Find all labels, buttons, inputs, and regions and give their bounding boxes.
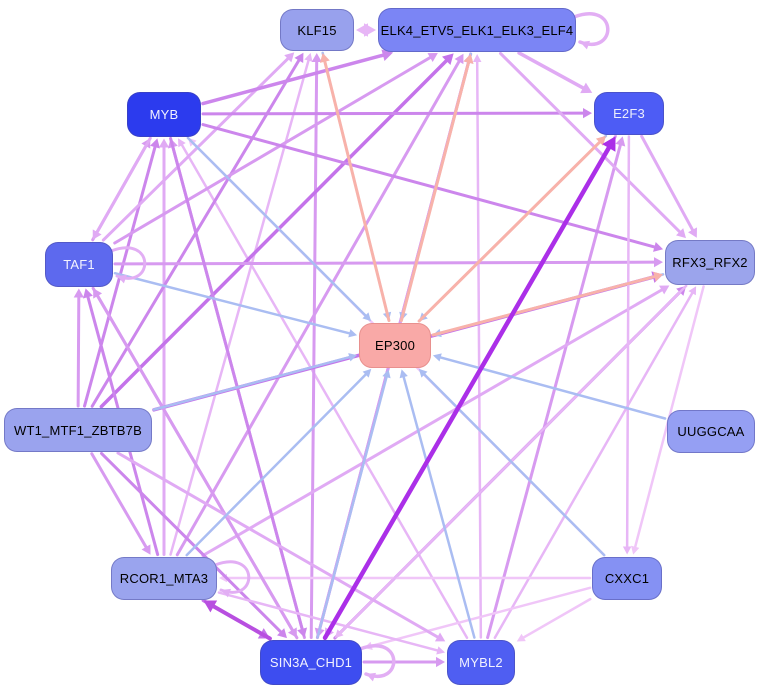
edge-UUGG-EP300	[432, 353, 667, 420]
edge-RCOR1-MYBL2	[217, 591, 446, 655]
edge-RCOR1-ELK4	[175, 53, 464, 557]
edge-EP300-RFX3	[431, 271, 664, 337]
edge-WT1-ELK4	[99, 53, 454, 409]
edge-TAF1-RFX3	[113, 257, 663, 268]
edge-WT1-EP300	[152, 353, 358, 411]
edge-ELK4-E2F3	[517, 51, 593, 94]
node-ELK4[interactable]: ELK4_ETV5_ELK1_ELK3_ELF4	[378, 8, 576, 52]
node-label: UUGGCAA	[677, 423, 745, 439]
edge-MYBL2-ELK4	[472, 53, 483, 639]
node-SIN3A[interactable]: SIN3A_CHD1	[260, 639, 362, 685]
edge-KLF15-ELK4	[356, 23, 376, 37]
node-MYBL2[interactable]: MYBL2	[447, 639, 515, 685]
edge-MYBL2-RFX3	[493, 286, 697, 640]
node-label: RCOR1_MTA3	[119, 570, 209, 586]
self-loop-TAF1	[109, 246, 147, 284]
edge-WT1-MYBL2	[116, 451, 446, 642]
node-RCOR1[interactable]: RCOR1_MTA3	[111, 556, 217, 600]
edge-CXXC1-MYBL2	[516, 597, 592, 642]
self-loop-SIN3A	[358, 644, 396, 682]
node-TAF1[interactable]: TAF1	[45, 241, 113, 287]
edge-WT1-TAF1	[73, 288, 84, 408]
node-label: CXXC1	[604, 570, 650, 586]
edge-EP300-E2F3	[417, 135, 606, 323]
edge-EP300-ELK4	[399, 53, 474, 323]
edge-MYB-SIN3A	[169, 136, 308, 638]
self-loop-ELK4	[572, 12, 610, 50]
edge-WT1-SIN3A	[100, 451, 287, 639]
node-label: E2F3	[613, 105, 645, 121]
edge-MYB-E2F3	[201, 107, 592, 119]
node-KLF15[interactable]: KLF15	[280, 9, 354, 51]
edge-E2F3-CXXC1	[622, 135, 632, 555]
edge-MYB-ELK4	[201, 49, 394, 106]
edge-EP300-KLF15	[319, 52, 391, 323]
edge-RCOR1-RFX3	[201, 285, 670, 557]
node-label: TAF1	[63, 256, 95, 272]
self-loop-RCOR1	[213, 560, 251, 598]
edge-CXXC1-EP300	[418, 368, 606, 557]
edge-TAF1-ELK4	[113, 53, 438, 245]
edge-TAF1-SIN3A	[91, 286, 297, 638]
node-label: RFX3_RFX2	[672, 254, 748, 270]
edge-MYBL2-E2F3	[486, 136, 626, 640]
edge-TAF1-EP300	[113, 271, 358, 338]
node-label: EP300	[374, 337, 416, 353]
edge-MYB-TAF1	[92, 136, 152, 240]
edge-SIN3A-KLF15	[309, 52, 322, 640]
node-WT1[interactable]: WT1_MTF1_ZBTB7B	[4, 408, 152, 452]
edge-MYB-RFX3	[201, 123, 664, 252]
node-label: MYB	[149, 106, 179, 122]
node-label: SIN3A_CHD1	[269, 654, 353, 670]
edge-RCOR1-EP300	[185, 368, 372, 557]
node-label: KLF15	[297, 22, 337, 38]
node-E2F3[interactable]: E2F3	[594, 91, 664, 135]
edge-SIN3A-E2F3	[322, 136, 616, 641]
node-CXXC1[interactable]: CXXC1	[592, 556, 662, 600]
node-EP300[interactable]: EP300	[359, 322, 431, 368]
edge-SIN3A-MYBL2	[362, 656, 445, 668]
node-label: ELK4_ETV5_ELK1_ELK3_ELF4	[380, 22, 574, 38]
node-UUGG[interactable]: UUGGCAA	[667, 409, 755, 453]
node-label: WT1_MTF1_ZBTB7B	[14, 422, 142, 438]
node-label: MYBL2	[459, 654, 503, 670]
edge-MYB-EP300	[186, 136, 372, 322]
edge-SIN3A-EP300	[316, 369, 391, 639]
edge-SIN3A-RCOR1	[203, 600, 272, 641]
edge-E2F3-RFX3	[640, 134, 697, 238]
node-RFX3[interactable]: RFX3_RFX2	[665, 239, 755, 285]
edge-ELK4-RFX3	[499, 51, 686, 239]
edge-MYBL2-EP300	[399, 369, 476, 639]
node-MYB[interactable]: MYB	[127, 91, 201, 137]
edge-WT1-RCOR1	[90, 452, 151, 555]
edge-CXXC1-RCOR1	[219, 573, 592, 583]
